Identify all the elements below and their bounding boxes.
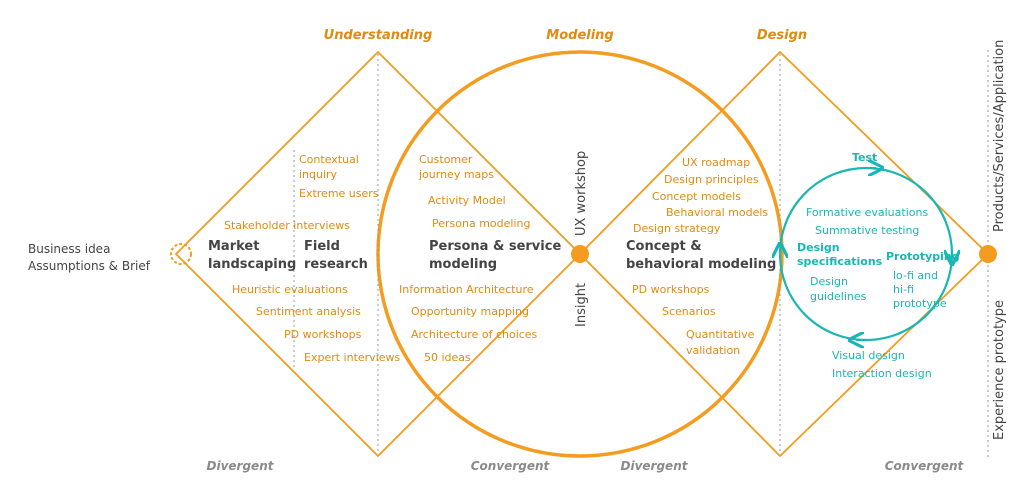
insight-node [571,245,589,263]
item-formative: Formative evaluations [806,206,928,219]
phase-modeling: Modeling [546,28,613,43]
concept-title-1: Concept & [626,239,702,254]
item-customer: Customer [419,153,473,166]
item-stakeholder: Stakeholder interviews [224,219,350,232]
item-interaction-design: Interaction design [832,367,932,380]
item-design-strategy: Design strategy [633,222,721,235]
item-contextual: Contextual [299,153,359,166]
item-lofi-3: prototype [893,297,947,310]
end-bottom-label: Experience prototype [992,300,1007,440]
item-validation: validation [686,344,740,357]
end-node [979,245,997,263]
item-lofi-2: hi-fi [893,283,914,296]
item-summative: Summative testing [815,224,919,237]
start-node [170,243,192,265]
start-line-2: Assumptions & Brief [28,259,151,273]
item-pd-workshops-1: PD workshops [284,328,362,341]
item-lofi-1: lo-fi and [893,269,938,282]
insight-label: Insight [574,283,589,327]
persona-title-1: Persona & service [429,239,561,254]
concept-title-2: behavioral modeling [626,257,776,272]
item-guidelines-2: guidelines [810,290,867,303]
item-quantitative: Quantitative [686,328,755,341]
prototyping-title: Prototyping [886,250,960,263]
label-divergent-2: Divergent [621,459,689,473]
item-opportunity: Opportunity mapping [411,305,529,318]
market-title-2: landscaping [208,257,296,272]
item-expert: Expert interviews [304,351,401,364]
ux-workshop-label: UX workshop [574,151,589,236]
item-journey: journey maps [418,168,494,181]
item-heuristic: Heuristic evaluations [232,283,348,296]
phase-understanding: Understanding [324,28,433,43]
item-scenarios: Scenarios [662,305,716,318]
item-50-ideas: 50 ideas [424,351,471,364]
item-visual-design: Visual design [832,349,905,362]
label-convergent-2: Convergent [885,459,965,473]
field-title-1: Field [304,239,340,254]
item-info-arch: Information Architecture [399,283,534,296]
start-line-1: Business idea [28,242,110,256]
spec-title-1: Design [797,241,840,254]
item-pd-workshops-2: PD workshops [632,283,710,296]
test-label: Test [852,151,877,164]
understanding-diamond [174,50,582,458]
item-arch-choices: Architecture of choices [411,328,538,341]
phase-design: Design [757,28,807,43]
item-sentiment: Sentiment analysis [256,305,361,318]
item-guidelines-1: Design [810,275,848,288]
label-divergent-1: Divergent [207,459,275,473]
item-concept-models: Concept models [652,190,741,203]
item-extreme-users: Extreme users [299,187,379,200]
item-inquiry: inquiry [299,168,338,181]
end-top-label: Products/Services/Application [992,40,1007,232]
field-title-2: research [304,257,368,272]
item-design-principles: Design principles [664,173,759,186]
item-activity-model: Activity Model [428,194,506,207]
item-persona-modeling: Persona modeling [432,217,530,230]
persona-title-2: modeling [429,257,497,272]
item-ux-roadmap: UX roadmap [682,156,750,169]
label-convergent-1: Convergent [471,459,551,473]
market-title-1: Market [208,239,259,254]
spec-title-2: specifications [797,255,883,268]
item-behavioral-models: Behavioral models [666,206,768,219]
